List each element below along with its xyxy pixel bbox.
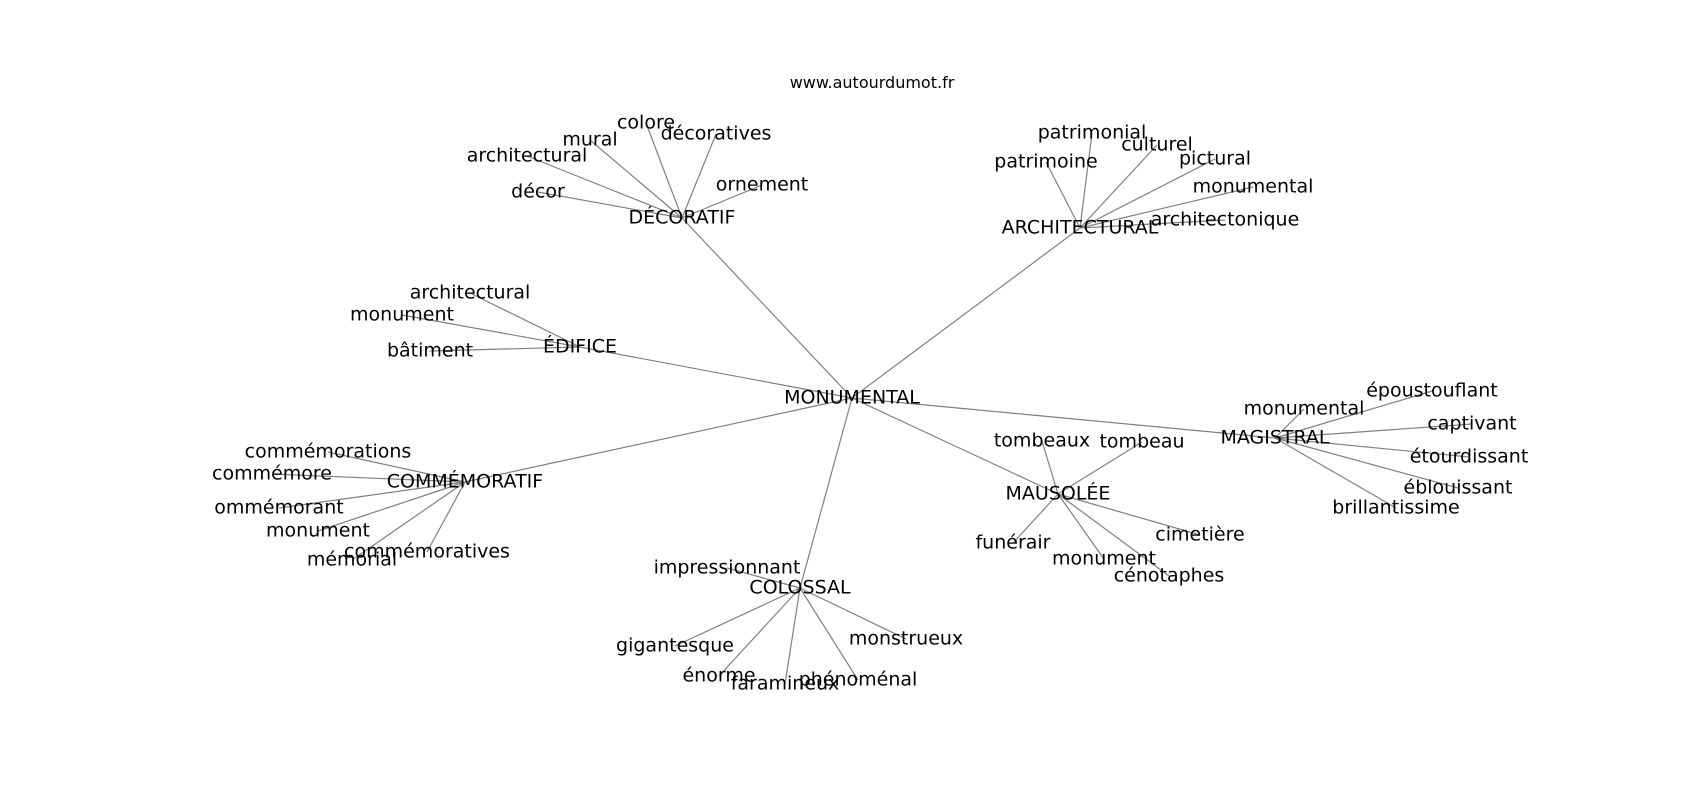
- edge-cluster-5-leaf-1: [1057, 441, 1143, 495]
- leaf-node-label: commémorations: [245, 441, 412, 463]
- edge-cluster-6-leaf-4: [799, 587, 859, 681]
- leaf-node-label: bâtiment: [387, 340, 473, 362]
- edge-center-1: [851, 227, 1081, 399]
- cluster-node-label: ARCHITECTURAL: [1002, 217, 1159, 239]
- cluster-node-label: COLOSSAL: [749, 577, 851, 599]
- leaf-node-label: décor: [511, 181, 565, 203]
- cluster-node-label: MAUSOLÉE: [1006, 482, 1111, 505]
- center-node-label: MONUMENTAL: [784, 387, 920, 409]
- edge-cluster-4-leaf-3: [317, 481, 466, 532]
- cluster-node-label: ÉDIFICE: [543, 335, 617, 358]
- edge-center-0: [681, 217, 853, 399]
- edge-cluster-4-leaf-5: [351, 481, 466, 561]
- edge-cluster-3-leaf-2: [1274, 423, 1473, 439]
- leaf-node-label: monumental: [1244, 398, 1365, 420]
- leaf-node-label: mémorial: [307, 549, 397, 571]
- edge-cluster-5-leaf-2: [1057, 493, 1201, 536]
- edge-cluster-0-leaf-2: [681, 133, 717, 219]
- edge-cluster-3-leaf-3: [1274, 437, 1470, 458]
- edge-cluster-5-leaf-5: [1057, 493, 1170, 577]
- edge-cluster-2-leaf-2: [429, 346, 581, 352]
- leaf-node-label: commémoratives: [344, 541, 510, 563]
- edge-cluster-6-leaf-5: [784, 587, 801, 685]
- edge-center-5: [851, 397, 1059, 495]
- leaf-node-label: phénoménal: [799, 669, 918, 691]
- leaf-node-label: éblouissant: [1404, 477, 1513, 499]
- edge-cluster-2-leaf-1: [401, 314, 581, 348]
- edge-cluster-0-leaf-3: [526, 155, 683, 219]
- leaf-node-label: cimetière: [1155, 524, 1244, 546]
- leaf-node-label: ornement: [716, 174, 809, 196]
- leaf-node-label: mural: [562, 129, 617, 151]
- leaf-node-label: cénotaphes: [1114, 565, 1225, 587]
- edge-cluster-3-leaf-4: [1274, 437, 1459, 489]
- leaf-node-label: monument: [266, 520, 370, 542]
- edge-cluster-4-leaf-4: [426, 481, 466, 553]
- edge-cluster-6-leaf-1: [799, 587, 907, 640]
- edge-cluster-0-leaf-1: [589, 139, 683, 219]
- leaf-node-label: commémore: [212, 463, 332, 485]
- leaf-node-label: tombeau: [1099, 431, 1184, 453]
- leaf-node-label: patrimoine: [994, 151, 1097, 173]
- edge-cluster-5-leaf-4: [1057, 493, 1105, 560]
- edge-cluster-3-leaf-1: [1274, 408, 1305, 439]
- edge-cluster-5-leaf-3: [1012, 493, 1059, 544]
- edges-layer: [271, 122, 1473, 685]
- leaf-node-label: impressionnant: [654, 557, 801, 579]
- source-label: www.autourdumot.fr: [790, 73, 955, 92]
- edge-cluster-5-leaf-0: [1041, 440, 1059, 495]
- edge-cluster-4-leaf-2: [278, 481, 466, 509]
- leaf-node-label: décoratives: [661, 123, 772, 145]
- edge-cluster-6-leaf-2: [674, 587, 801, 647]
- leaf-node-label: monumental: [1193, 176, 1314, 198]
- labels-layer: www.autourdumot.fr MONUMENTAL DÉCORATIF co…: [212, 73, 1528, 695]
- edge-cluster-0-leaf-4: [681, 184, 763, 219]
- leaf-node-label: ommémorant: [214, 497, 343, 519]
- edge-cluster-1-leaf-4: [1079, 186, 1254, 229]
- leaf-node-label: architectural: [410, 282, 531, 304]
- leaf-node-label: culturel: [1121, 134, 1193, 156]
- edge-center-4: [464, 397, 853, 483]
- leaf-node-label: architectural: [467, 145, 588, 167]
- edge-cluster-6-leaf-3: [718, 587, 801, 677]
- leaf-node-label: monstrueux: [849, 628, 963, 650]
- edge-cluster-0-leaf-0: [645, 122, 683, 219]
- leaf-node-label: énorme: [682, 665, 755, 687]
- edge-cluster-1-leaf-3: [1079, 158, 1216, 229]
- edge-cluster-0-leaf-5: [537, 191, 683, 219]
- edge-cluster-1-leaf-0: [1079, 132, 1093, 229]
- leaf-node-label: faramineux: [731, 673, 840, 695]
- leaf-node-label: époustouflant: [1366, 380, 1498, 402]
- leaf-node-label: monument: [350, 304, 454, 326]
- leaf-node-label: architectonique: [1151, 209, 1300, 231]
- cluster-node-label: DÉCORATIF: [629, 206, 736, 229]
- edge-cluster-1-leaf-1: [1079, 144, 1158, 229]
- cluster-node-label: MAGISTRAL: [1220, 427, 1329, 449]
- edge-cluster-6-leaf-0: [726, 567, 801, 589]
- leaf-node-label: colore: [617, 112, 675, 134]
- edge-cluster-4-leaf-0: [327, 451, 466, 483]
- leaf-node-label: pictural: [1179, 148, 1251, 170]
- leaf-node-label: brillantissime: [1332, 497, 1459, 519]
- leaf-node-label: monument: [1052, 548, 1156, 570]
- leaf-node-label: étourdissant: [1410, 446, 1529, 468]
- edge-cluster-4-leaf-1: [271, 473, 466, 483]
- edge-cluster-3-leaf-5: [1274, 437, 1397, 509]
- edge-center-3: [851, 397, 1276, 439]
- leaf-node-label: patrimonial: [1038, 122, 1147, 144]
- leaf-node-label: captivant: [1427, 413, 1516, 435]
- edge-cluster-1-leaf-2: [1045, 161, 1081, 229]
- leaf-node-label: funérair: [975, 532, 1050, 554]
- edge-cluster-2-leaf-0: [469, 292, 581, 348]
- cluster-node-label: COMMÉMORATIF: [387, 470, 543, 493]
- leaf-node-label: gigantesque: [616, 635, 734, 657]
- edge-center-6: [799, 397, 853, 589]
- edge-center-2: [579, 346, 853, 399]
- edge-cluster-1-leaf-5: [1079, 219, 1226, 229]
- leaf-node-label: tombeaux: [994, 430, 1090, 452]
- edge-cluster-3-leaf-0: [1274, 390, 1433, 439]
